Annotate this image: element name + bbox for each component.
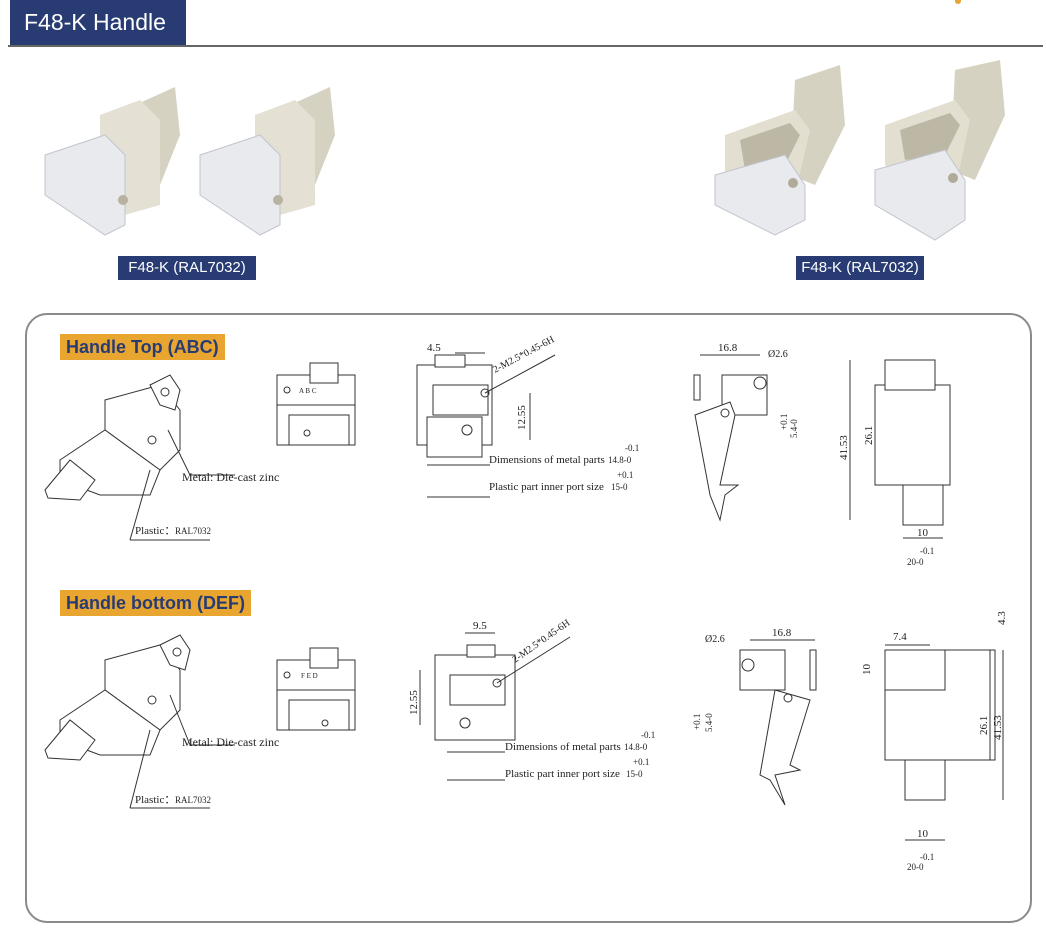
dim-plastic-value: 15-0 xyxy=(626,769,643,779)
section-title-top: Handle Top (ABC) xyxy=(60,334,225,360)
dim-plastic-tol: +0.1 xyxy=(633,757,649,767)
position-letters: A B C xyxy=(299,387,317,395)
dim-total: 41.53 xyxy=(838,435,850,460)
front-view-top: A B C xyxy=(276,362,356,446)
product-render-open xyxy=(714,60,1005,241)
dim-metal-value: 14.8-0 xyxy=(624,742,648,752)
plastic-code: RAL7032 xyxy=(175,795,211,805)
dim-height: 12.55 xyxy=(408,690,420,715)
handle-render-3 xyxy=(714,65,845,236)
dim-thread: 2-M2.5*0.45-6H xyxy=(491,334,556,376)
plastic-code: RAL7032 xyxy=(175,526,211,536)
dim-metal-tol: -0.1 xyxy=(625,443,639,453)
dim-lever-h: 5.4-0 xyxy=(789,419,799,438)
dim-metal-label: Dimensions of metal parts xyxy=(505,741,621,753)
product-label-2: F48-K (RAL7032) xyxy=(796,256,924,280)
dim-metal-tol: -0.1 xyxy=(641,730,655,740)
spec-panel xyxy=(25,313,1032,923)
front-view-bottom: F E D xyxy=(276,647,356,731)
product-label-1: F48-K (RAL7032) xyxy=(118,256,256,280)
lever-drawing-top: 16.8 Ø2.6 +0.1 5.4-0 xyxy=(693,342,799,522)
dim-top: 4.3 xyxy=(996,611,1008,625)
dim-offset: 4.5 xyxy=(427,342,441,354)
plastic-label: Plastic： xyxy=(135,525,175,537)
product-render-closed xyxy=(44,87,335,236)
dim-mid: 26.1 xyxy=(863,426,875,445)
handle-render-2 xyxy=(199,87,335,236)
dim-side: 10 xyxy=(861,664,873,676)
isometric-drawing-top: Metal: Die-cast zinc Plastic： RAL7032 xyxy=(44,374,279,541)
dim-width-tol: -0.1 xyxy=(920,852,934,862)
dim-width-tol: -0.1 xyxy=(920,546,934,556)
lever-drawing-bottom: 16.8 Ø2.6 +0.1 5.4-0 xyxy=(692,627,817,806)
dim-plastic-label: Plastic part inner port size xyxy=(505,768,620,780)
dim-mid: 26.1 xyxy=(978,716,990,735)
dim-metal-value: 14.8-0 xyxy=(608,455,632,465)
dim-lever-tol: +0.1 xyxy=(779,414,789,430)
handle-render-4 xyxy=(874,60,1005,241)
dim-lever-h: 5.4-0 xyxy=(704,713,714,732)
dim-plastic-tol: +0.1 xyxy=(617,470,633,480)
dim-hole: Ø2.6 xyxy=(705,634,725,645)
dim-slot: 10 xyxy=(917,527,929,539)
page-title: F48-K Handle xyxy=(10,0,186,45)
header-divider xyxy=(8,45,1043,47)
dim-plastic-label: Plastic part inner port size xyxy=(489,481,604,493)
dim-hole: Ø2.6 xyxy=(768,349,788,360)
handle-render-1 xyxy=(44,87,180,236)
dimension-drawing-top: 4.5 2-M2.5*0.45-6H 12.55 Dimensions of m… xyxy=(416,334,639,498)
dim-width: 20-0 xyxy=(907,862,924,872)
dim-slot: 10 xyxy=(917,828,929,840)
dim-height: 12.55 xyxy=(516,405,528,430)
dim-total: 41.53 xyxy=(992,715,1004,740)
isometric-drawing-bottom: Metal: Die-cast zinc Plastic： RAL7032 xyxy=(44,634,279,809)
metal-label: Metal: Die-cast zinc xyxy=(182,735,279,749)
side-view-top: 41.53 26.1 10 -0.1 20-0 xyxy=(838,359,951,567)
metal-label: Metal: Die-cast zinc xyxy=(182,470,279,484)
section-title-bottom: Handle bottom (DEF) xyxy=(60,590,251,616)
dim-metal-label: Dimensions of metal parts xyxy=(489,454,605,466)
dim-plastic-value: 15-0 xyxy=(611,482,628,492)
dimension-drawing-bottom: 9.5 2-M2.5*0.45-6H 12.55 Dimensions of m… xyxy=(408,618,655,781)
dim-offset: 9.5 xyxy=(473,620,487,632)
dim-lever-width: 16.8 xyxy=(718,342,738,354)
dim-lever-width: 16.8 xyxy=(772,627,792,639)
position-letters: F E D xyxy=(301,672,318,680)
dim-step: 7.4 xyxy=(893,631,907,643)
dim-lever-tol: +0.1 xyxy=(692,714,702,730)
plastic-label: Plastic： xyxy=(135,794,175,806)
dim-width: 20-0 xyxy=(907,557,924,567)
side-view-bottom: 7.4 10 4.3 26.1 41.53 10 -0.1 20-0 xyxy=(861,611,1008,872)
decor-mark xyxy=(955,0,961,4)
